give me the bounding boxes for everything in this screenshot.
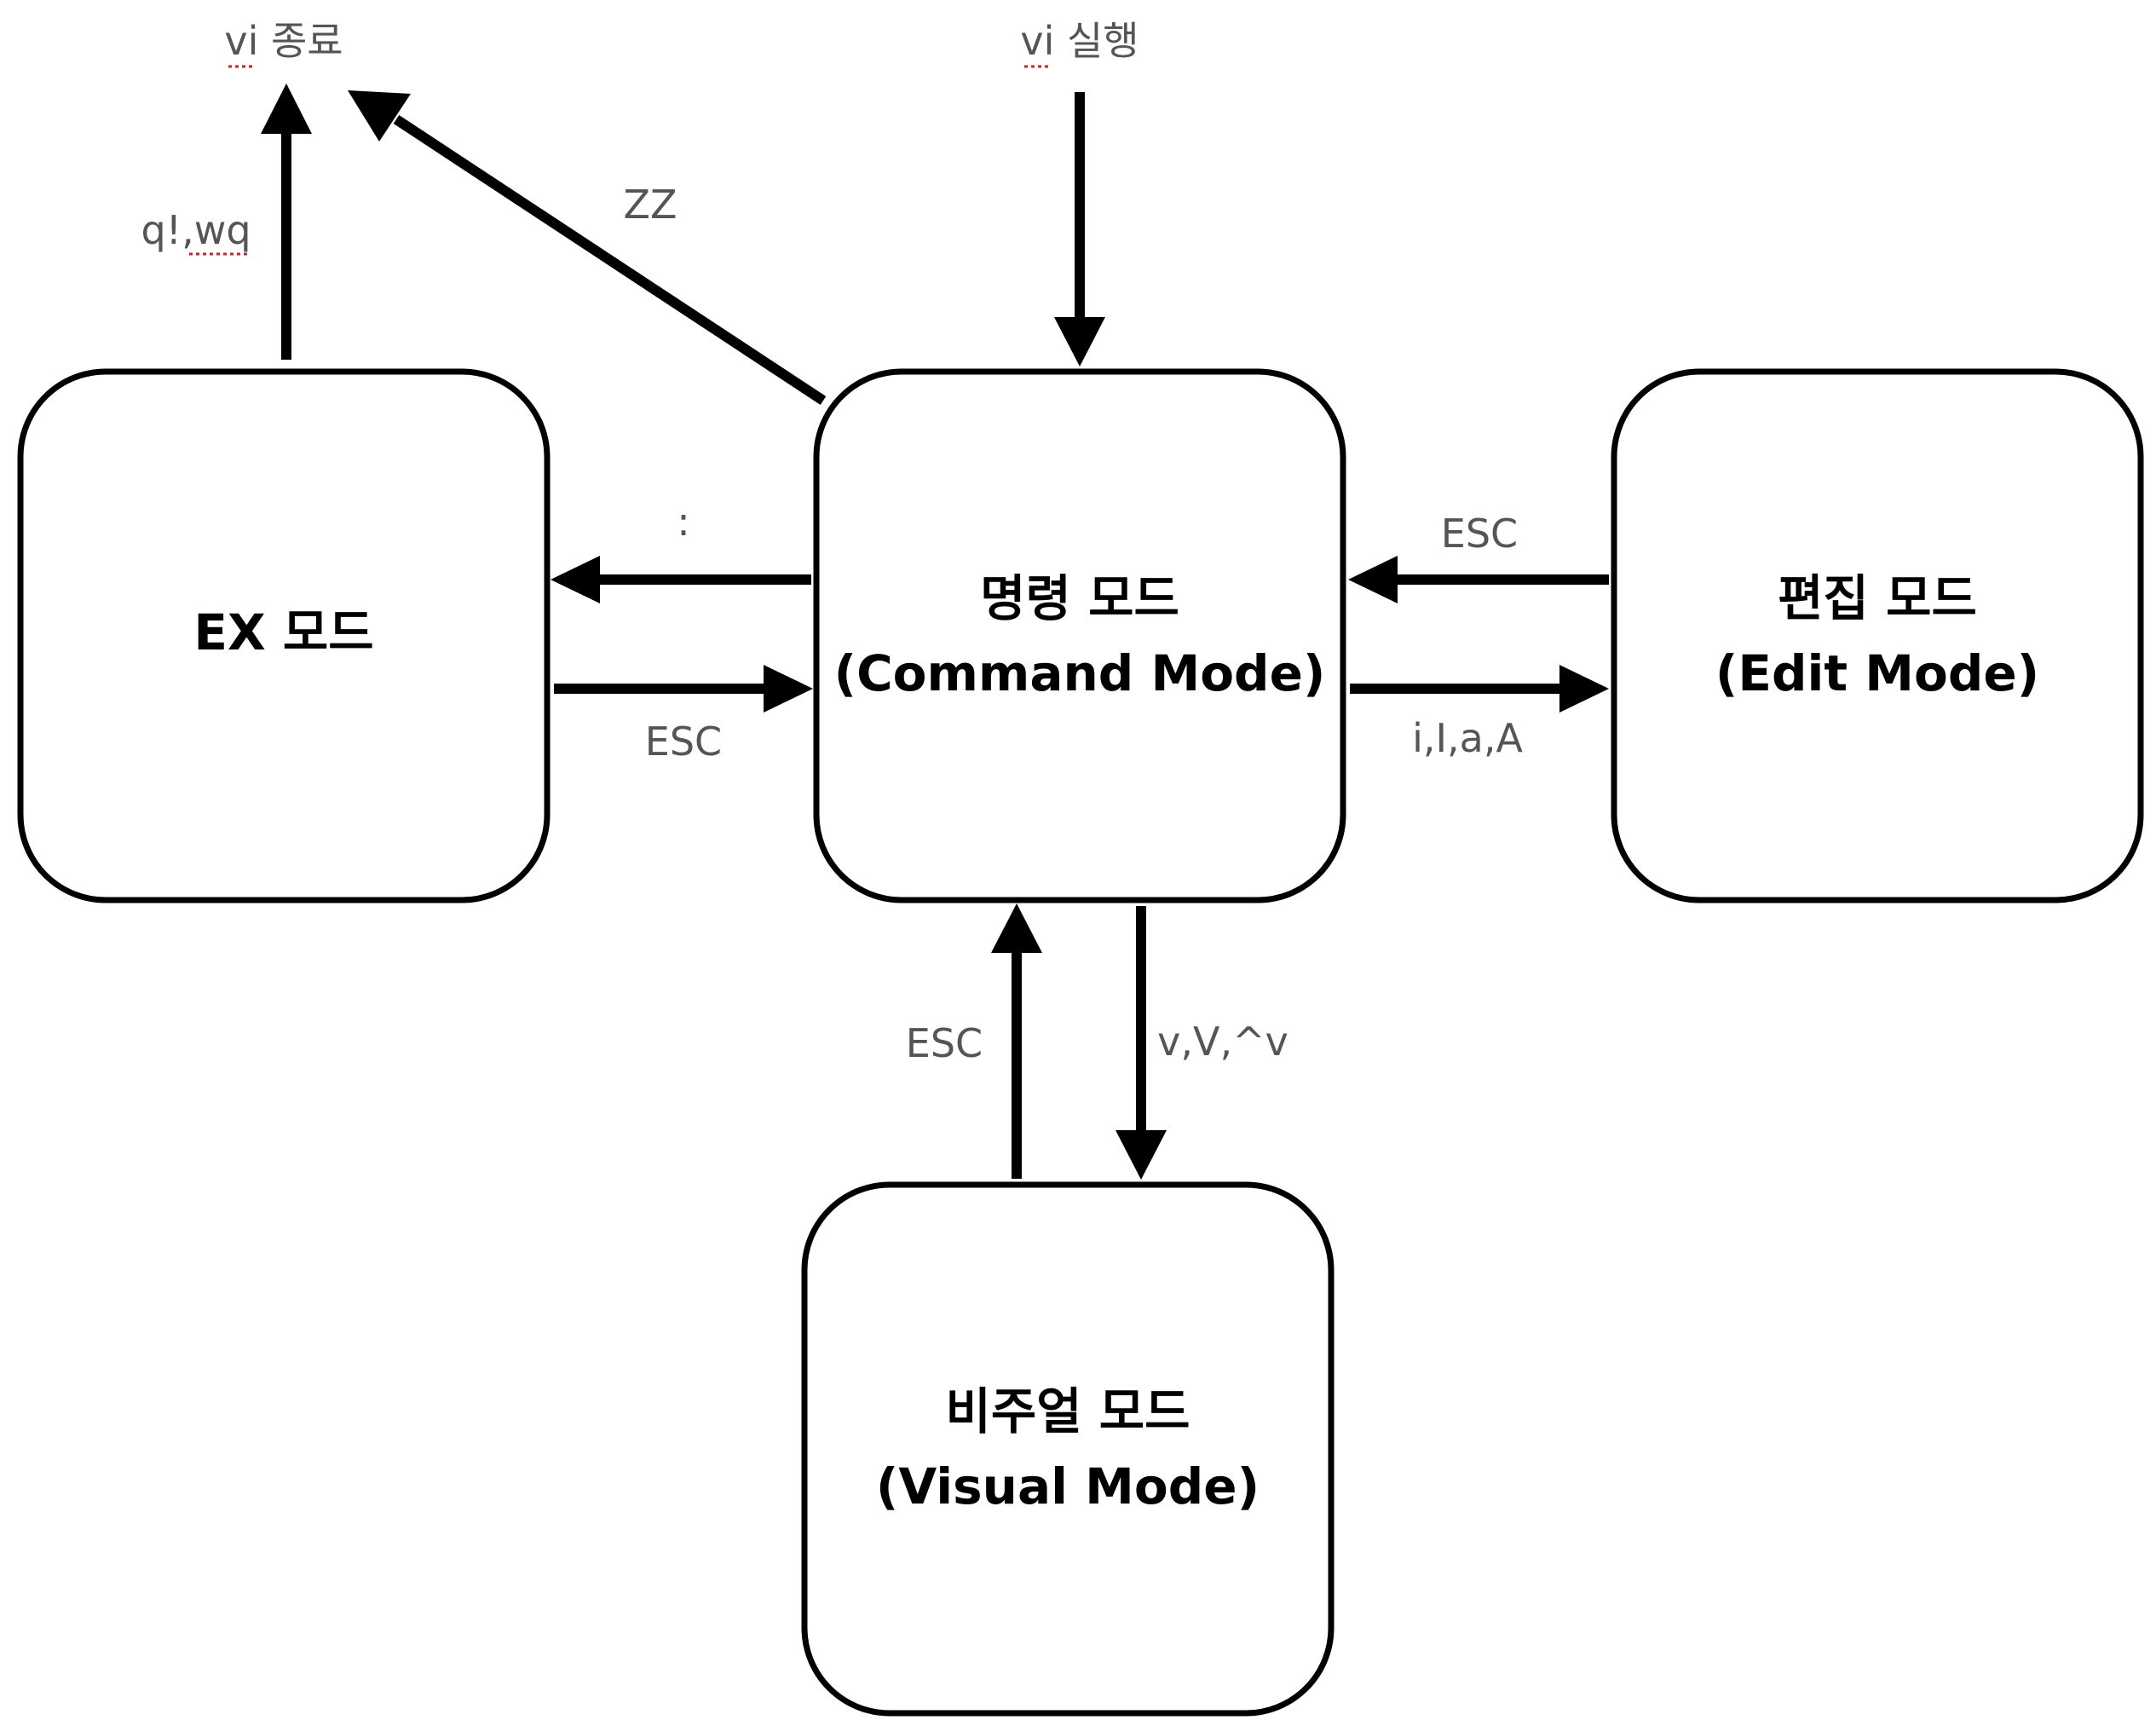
edge-command-to-ex-label: : bbox=[677, 499, 690, 545]
edge-run-to-command-arrowhead bbox=[1054, 317, 1105, 367]
command-mode-sublabel: (Command Mode) bbox=[834, 644, 1326, 702]
edge-command-to-edit-label: i,I,a,A bbox=[1412, 715, 1523, 761]
edge-visual-to-command-label: ESC bbox=[906, 1020, 983, 1066]
edge-ex-to-command-label: ESC bbox=[645, 719, 722, 765]
edit-mode-box bbox=[1611, 368, 2144, 903]
visual-mode-sublabel: (Visual Mode) bbox=[876, 1457, 1260, 1515]
vi-run-label: vi 실행 bbox=[1020, 18, 1139, 64]
edge-command-to-visual-label: v,V,^v bbox=[1157, 1019, 1288, 1065]
edge-ex-to-exit-arrowhead bbox=[261, 84, 312, 134]
command-mode-label: 명령 모드 bbox=[980, 569, 1179, 627]
visual-mode-label: 비주얼 모드 bbox=[946, 1382, 1190, 1440]
edge-edit-to-command-label: ESC bbox=[1441, 511, 1518, 557]
edge-command-to-exit-line bbox=[393, 114, 827, 406]
ex-mode-label: EX 모드 bbox=[193, 603, 373, 661]
edge-ex-to-command-arrowhead bbox=[764, 665, 813, 713]
edit-mode-sublabel: (Edit Mode) bbox=[1715, 644, 2039, 702]
ex-mode-box bbox=[17, 368, 551, 903]
vi-exit-label: vi 종료 bbox=[224, 18, 343, 64]
edge-command-to-edit-arrowhead bbox=[1559, 665, 1609, 713]
edge-visual-to-command-arrowhead bbox=[991, 903, 1042, 953]
edge-ex-to-exit-label: q!,wq bbox=[141, 207, 251, 253]
edge-command-to-exit-label: ZZ bbox=[623, 182, 677, 228]
edge-command-to-exit-arrowhead bbox=[348, 90, 411, 141]
edge-command-to-visual-arrowhead bbox=[1115, 1130, 1167, 1180]
visual-mode-box bbox=[801, 1181, 1335, 1717]
edit-mode-label: 편집 모드 bbox=[1778, 569, 1977, 627]
edge-command-to-ex-arrowhead bbox=[551, 556, 600, 603]
edge-edit-to-command-arrowhead bbox=[1348, 556, 1398, 603]
command-mode-box bbox=[813, 368, 1346, 903]
